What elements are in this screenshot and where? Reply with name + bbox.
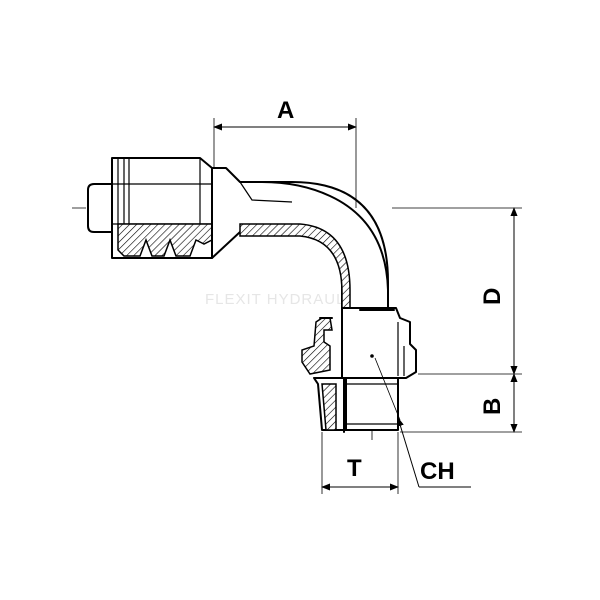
dimension-t <box>321 432 399 494</box>
dimension-d <box>392 207 522 375</box>
dimension-label-a: A <box>277 97 294 124</box>
dimension-label-d: D <box>479 288 506 305</box>
dimension-label-t: T <box>347 455 362 482</box>
elbow-tube <box>211 167 389 373</box>
dimension-b <box>400 373 522 433</box>
dimension-label-b: B <box>479 398 506 415</box>
hose-ferrule <box>87 157 242 259</box>
callout-label-ch: CH <box>420 458 455 485</box>
dimension-a <box>213 118 357 208</box>
callout-ch <box>374 357 471 488</box>
watermark-text: FLEXIT HYDRAULIC <box>205 291 362 308</box>
swivel-nut <box>301 307 417 433</box>
